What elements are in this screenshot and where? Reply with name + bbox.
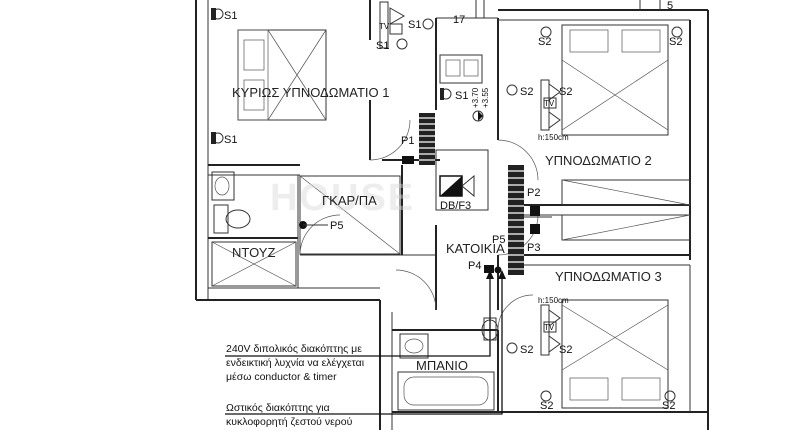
label-p3: P3 — [527, 242, 540, 254]
distribution-panels — [419, 113, 524, 275]
label-s2: S2 — [520, 344, 533, 356]
room-bedroom-2: ΥΠΝΟΔΩΜΑΤΙΟ 2 — [545, 153, 652, 168]
label-tv: TV — [544, 323, 555, 332]
room-master-bedroom: ΚΥΡΙΩΣ ΥΠΝΟΔΩΜΑΤΙΟ 1 — [232, 85, 390, 100]
label-tv: TV — [544, 99, 555, 108]
label-height: h:150cm — [538, 133, 569, 142]
room-bedroom-3: ΥΠΝΟΔΩΜΑΤΙΟ 3 — [555, 269, 662, 284]
electrical-symbols — [211, 1, 683, 402]
label-s1: S1 — [224, 134, 237, 146]
label-s2: S2 — [520, 86, 533, 98]
door-swings — [299, 119, 539, 331]
room-wardrobe: ΓΚΑΡ/ΠΑ — [322, 193, 377, 208]
label-db: DB/F3 — [440, 200, 471, 212]
watermark: HOUSE — [270, 177, 415, 219]
label-s1: S1 — [224, 10, 237, 22]
label-5: 5 — [667, 0, 673, 12]
kitchen-unit — [439, 54, 483, 84]
label-s2: S2 — [559, 344, 572, 356]
note-1-line-3: μέσω conductor & timer — [226, 371, 337, 383]
label-s1: S1 — [376, 40, 389, 52]
master-bed — [237, 29, 327, 121]
label-p4: P4 — [468, 260, 481, 272]
label-p2: P2 — [527, 187, 540, 199]
label-s1: S1 — [455, 90, 468, 102]
room-landing: ΚΑΤΟΙΚΙΑ — [446, 241, 505, 256]
label-17: 17 — [453, 14, 465, 26]
label-p5-b: P5 — [492, 234, 505, 246]
label-p1: P1 — [401, 135, 414, 147]
bed-3 — [561, 299, 669, 409]
wardrobes — [299, 175, 691, 255]
level-370: +3.70 — [471, 87, 480, 108]
room-shower: ΝΤΟΥΖ — [232, 245, 275, 260]
label-s1: S1 — [408, 19, 421, 31]
note-2-line-2: κυκλοφορητή ζεστού νερού — [226, 416, 353, 428]
label-s2: S2 — [538, 36, 551, 48]
note-1-line-1: 240V διπολικός διακόπτης με — [226, 343, 362, 355]
note-1-line-2: ενδεικτική λυχνία να ελέγχεται — [226, 357, 365, 369]
note-2-line-1: Ωστικός διακόπτης για — [226, 402, 330, 414]
label-s2: S2 — [559, 86, 572, 98]
bathroom-fixtures — [211, 171, 499, 411]
label-p5: P5 — [330, 220, 343, 232]
level-marker — [472, 110, 484, 122]
db-cabinet — [435, 149, 489, 211]
level-355: +3.55 — [481, 87, 490, 108]
leader-lines — [225, 270, 506, 415]
bed-2 — [561, 24, 669, 136]
label-s2: S2 — [540, 400, 553, 412]
label-s2: S2 — [662, 400, 675, 412]
room-bathroom: ΜΠΑΝΙΟ — [416, 358, 468, 373]
label-s2: S2 — [669, 36, 682, 48]
label-height: h:150cm — [538, 296, 569, 305]
label-tv: TV — [379, 22, 390, 31]
